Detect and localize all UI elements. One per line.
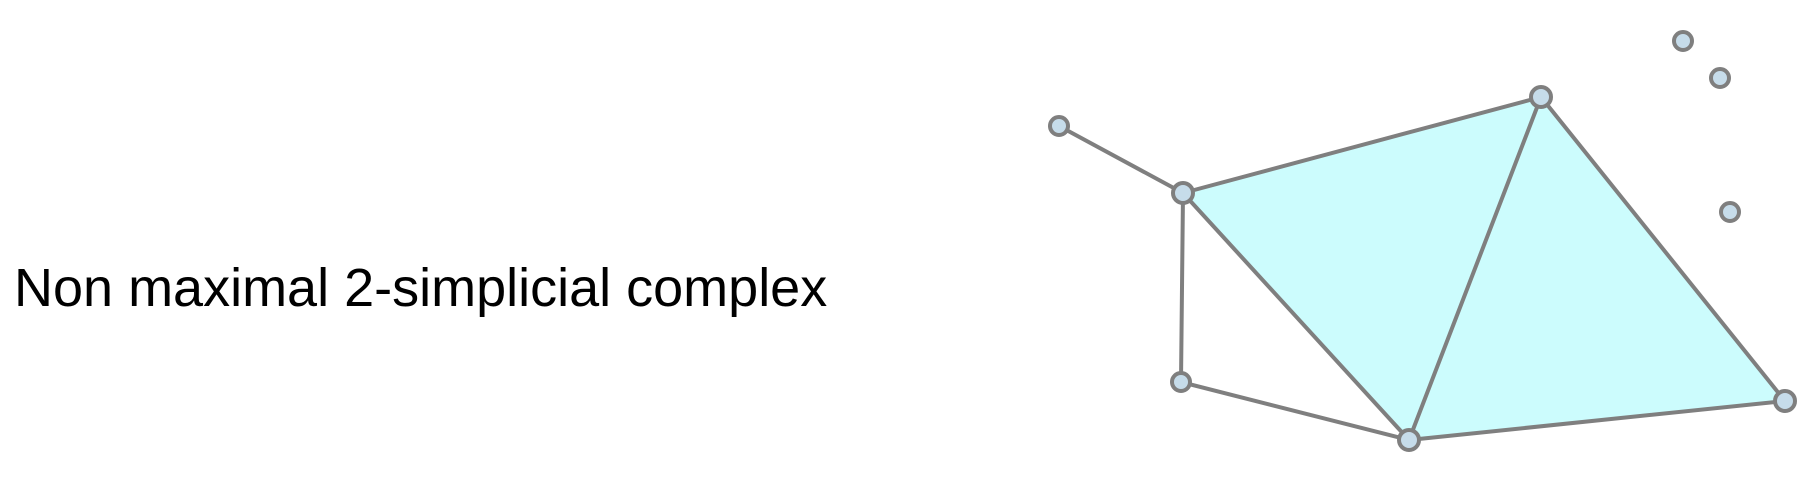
vertex: [1709, 67, 1731, 89]
edge: [1407, 399, 1787, 442]
diagram-caption: Non maximal 2-simplicial complex: [14, 258, 828, 318]
vertex: [1773, 389, 1797, 413]
edge: [1057, 124, 1185, 195]
edges: [1057, 95, 1787, 442]
vertex: [1397, 428, 1421, 452]
edge: [1407, 95, 1543, 442]
vertex: [1048, 115, 1070, 137]
vertices: [1048, 30, 1797, 452]
edge: [1179, 380, 1411, 442]
face-triangle-2: [1409, 97, 1785, 440]
edge: [1539, 95, 1787, 403]
faces: [1183, 97, 1785, 440]
face-triangle-1: [1183, 97, 1541, 440]
edge: [1181, 95, 1543, 195]
edge: [1181, 191, 1411, 442]
vertex: [1672, 30, 1694, 52]
edge: [1179, 191, 1185, 384]
vertex: [1170, 371, 1192, 393]
vertex: [1529, 85, 1553, 109]
vertex: [1719, 201, 1741, 223]
vertex: [1171, 181, 1195, 205]
